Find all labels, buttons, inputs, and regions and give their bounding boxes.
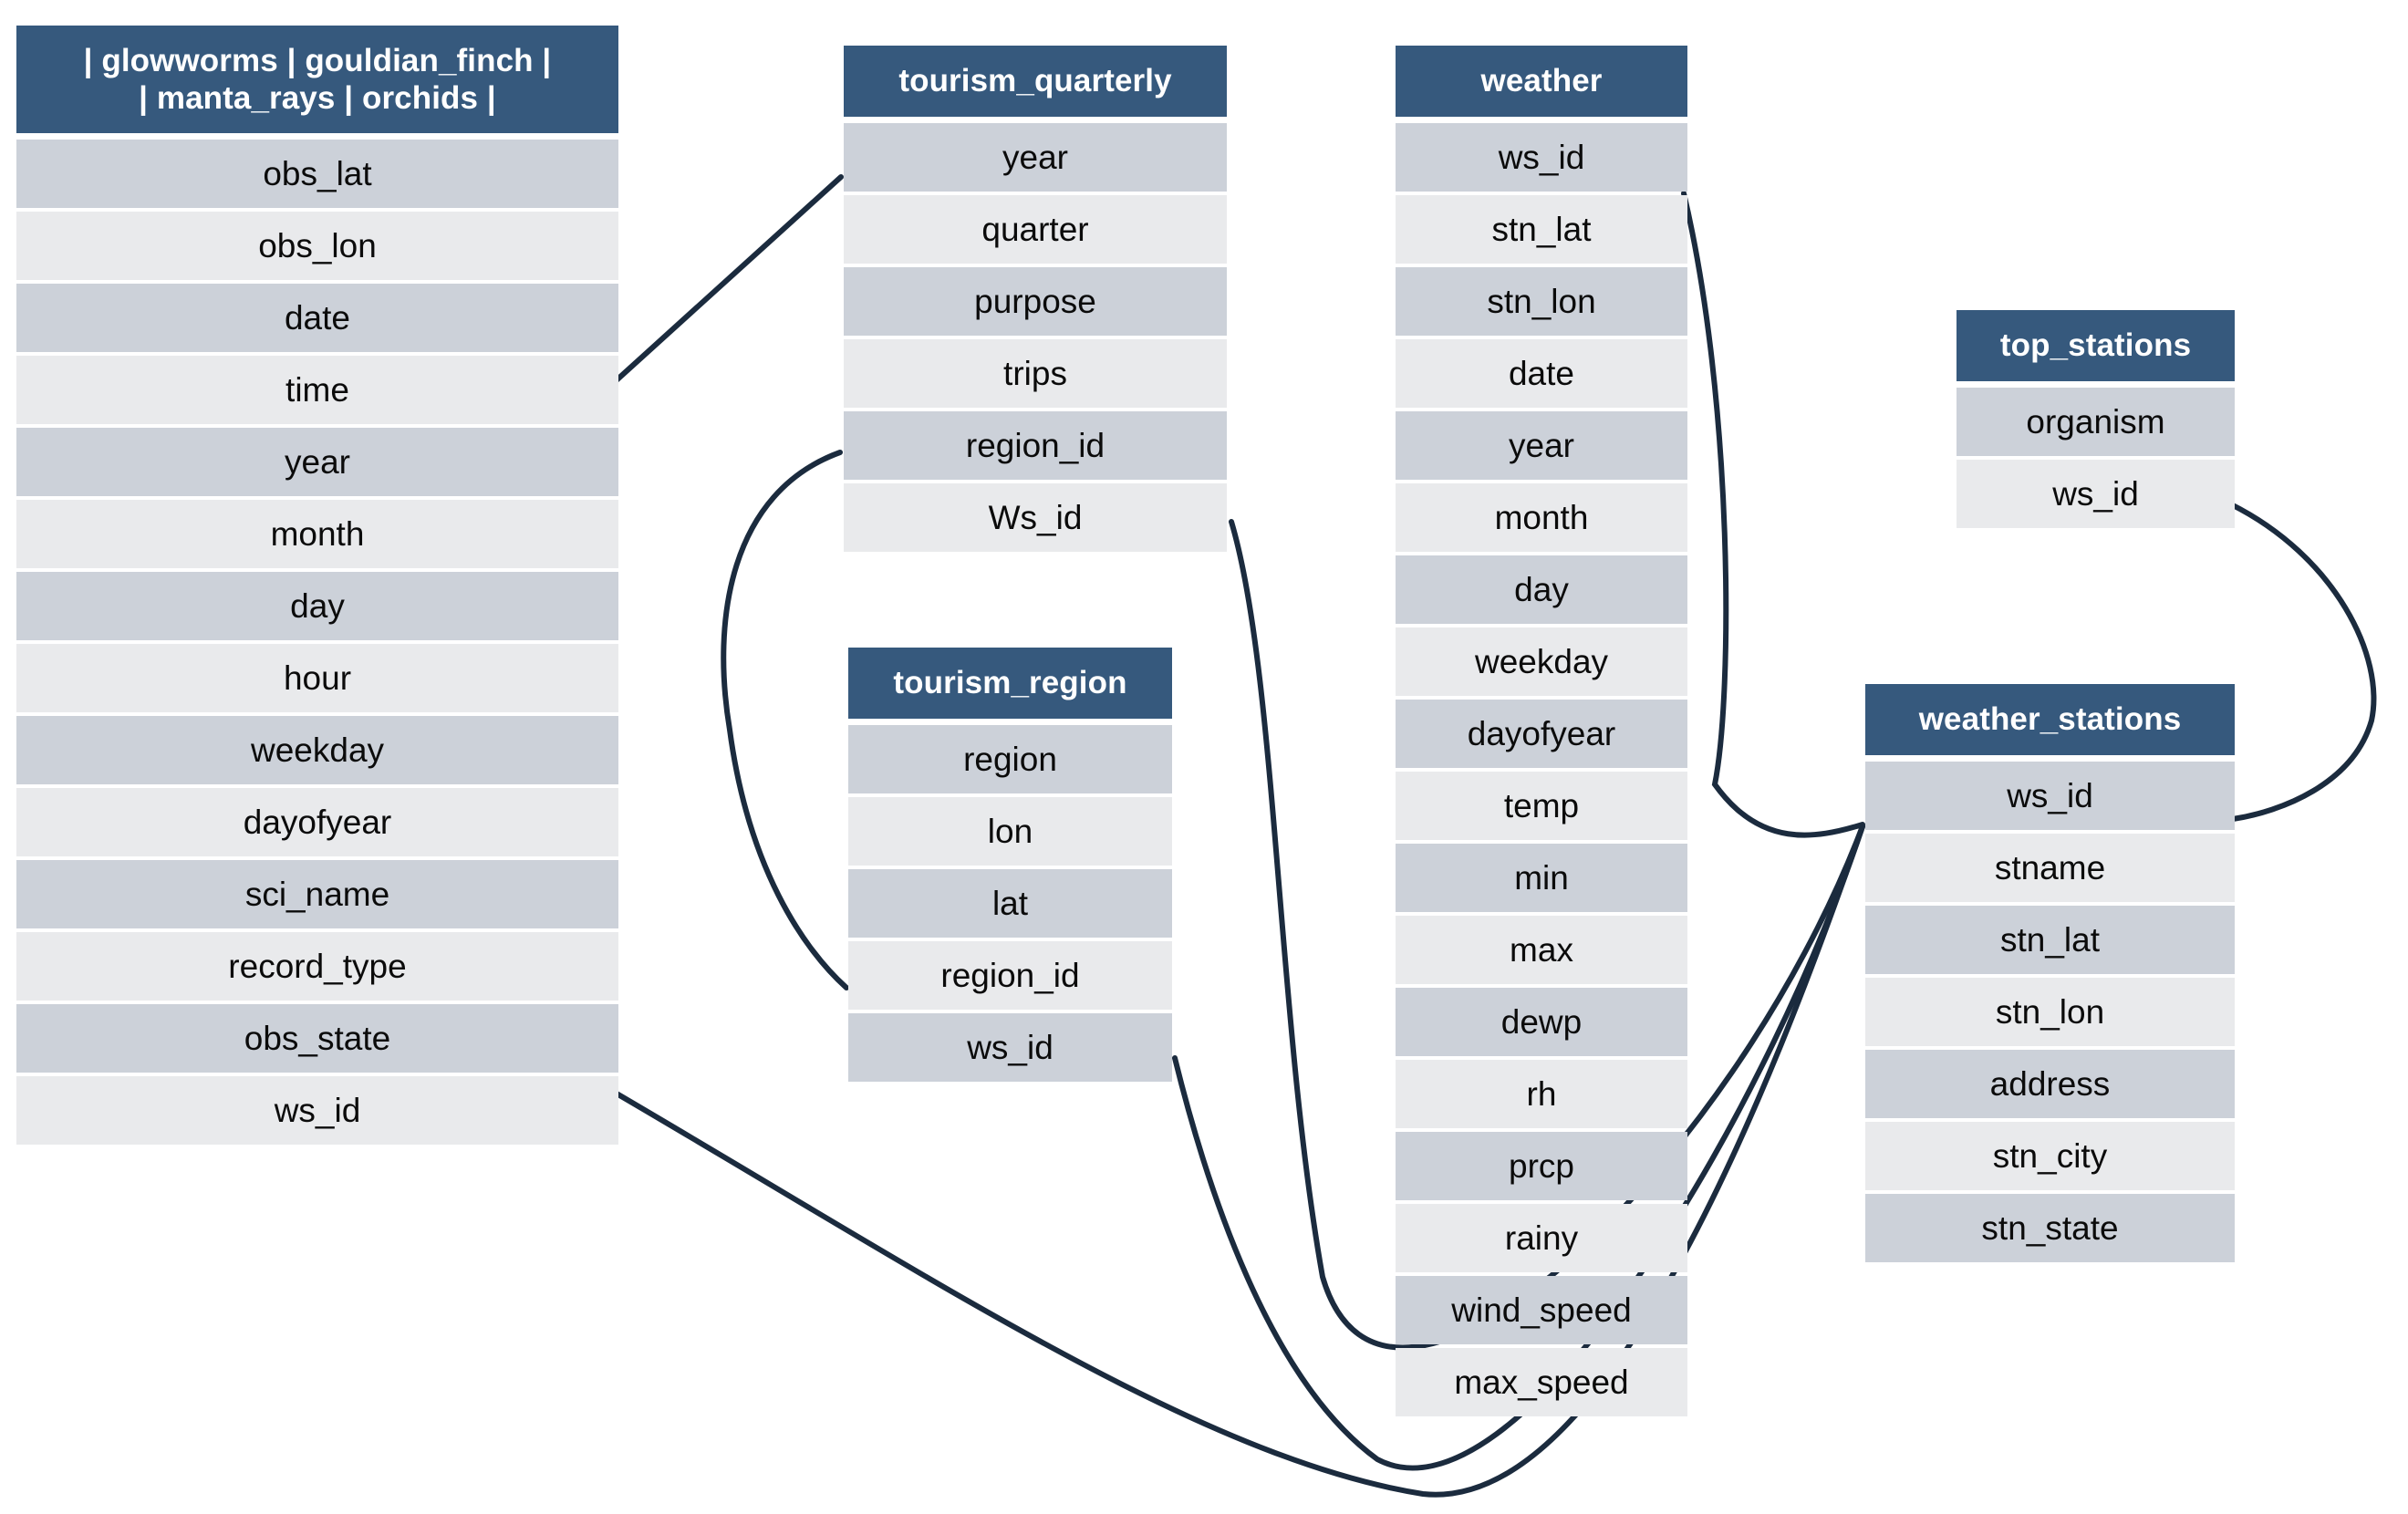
table-title-line: tourism_quarterly <box>898 63 1172 99</box>
edge-top_stations-ws_id-to-weather_stations-ws_id <box>2228 502 2377 822</box>
column-row[interactable]: region_id <box>844 411 1227 480</box>
column-row[interactable]: max <box>1396 916 1687 984</box>
table-header-weather: weather <box>1396 46 1687 117</box>
column-row[interactable]: wind_speed <box>1396 1276 1687 1344</box>
column-row[interactable]: temp <box>1396 772 1687 840</box>
table-title-tourism_region: tourism_region <box>893 664 1126 701</box>
column-row[interactable]: obs_lat <box>16 140 618 208</box>
column-row[interactable]: prcp <box>1396 1132 1687 1200</box>
column-row[interactable]: address <box>1865 1050 2235 1118</box>
column-row[interactable]: stn_city <box>1865 1122 2235 1190</box>
column-row[interactable]: year <box>16 428 618 496</box>
column-row[interactable]: dayofyear <box>16 788 618 856</box>
column-row[interactable]: ws_id <box>848 1013 1172 1082</box>
column-row[interactable]: trips <box>844 339 1227 408</box>
column-row[interactable]: weekday <box>1396 627 1687 696</box>
column-row[interactable]: dewp <box>1396 988 1687 1056</box>
column-row[interactable]: max_speed <box>1396 1348 1687 1416</box>
table-title-top_stations: top_stations <box>2000 327 2191 364</box>
column-row[interactable]: stn_lon <box>1865 978 2235 1046</box>
column-row[interactable]: stn_state <box>1865 1194 2235 1262</box>
column-row[interactable]: record_type <box>16 932 618 1001</box>
column-row[interactable]: ws_id <box>16 1076 618 1145</box>
table-title-line: top_stations <box>1999 327 2192 364</box>
column-row[interactable]: stn_lat <box>1396 195 1687 264</box>
column-row[interactable]: stn_lat <box>1865 906 2235 974</box>
table-header-tourism_quarterly: tourism_quarterly <box>844 46 1227 117</box>
edge-weather-ws_id-to-weather_stations-ws_id <box>1681 191 1865 838</box>
column-row[interactable]: ws_id <box>1865 762 2235 830</box>
column-row[interactable]: stname <box>1865 834 2235 902</box>
column-row[interactable]: month <box>1396 483 1687 552</box>
table-title-organisms: | glowworms | gouldian_finch || manta_ra… <box>84 42 552 118</box>
column-row[interactable]: day <box>1396 555 1687 624</box>
column-row[interactable]: rh <box>1396 1060 1687 1128</box>
edge-organisms-time-to-tourism_quarterly-year <box>607 174 844 389</box>
column-row[interactable]: ws_id <box>1956 460 2235 528</box>
column-row[interactable]: stn_lon <box>1396 267 1687 336</box>
table-title-line: weather <box>1480 63 1603 99</box>
column-row[interactable]: year <box>844 123 1227 192</box>
column-row[interactable]: day <box>16 572 618 640</box>
table-title-line: | glowworms | gouldian_finch | <box>83 42 552 78</box>
column-row[interactable]: region_id <box>848 941 1172 1010</box>
column-row[interactable]: organism <box>1956 388 2235 456</box>
table-title-line: | manta_rays | orchids | <box>139 80 496 116</box>
column-row[interactable]: purpose <box>844 267 1227 336</box>
table-header-tourism_region: tourism_region <box>848 648 1172 719</box>
table-title-weather_stations: weather_stations <box>1919 700 2182 738</box>
table-title-line: tourism_region <box>893 665 1127 701</box>
column-row[interactable]: time <box>16 356 618 424</box>
column-row[interactable]: sci_name <box>16 860 618 928</box>
column-row[interactable]: ws_id <box>1396 123 1687 192</box>
table-organisms[interactable]: | glowworms | gouldian_finch || manta_ra… <box>16 26 618 1148</box>
column-row[interactable]: min <box>1396 844 1687 912</box>
column-row[interactable]: obs_lon <box>16 212 618 280</box>
table-header-top_stations: top_stations <box>1956 310 2235 381</box>
column-row[interactable]: year <box>1396 411 1687 480</box>
column-row[interactable]: date <box>16 284 618 352</box>
column-row[interactable]: rainy <box>1396 1204 1687 1272</box>
column-row[interactable]: quarter <box>844 195 1227 264</box>
table-header-weather_stations: weather_stations <box>1865 684 2235 755</box>
column-row[interactable]: month <box>16 500 618 568</box>
column-row[interactable]: Ws_id <box>844 483 1227 552</box>
column-row[interactable]: dayofyear <box>1396 700 1687 768</box>
column-row[interactable]: region <box>848 725 1172 793</box>
table-title-weather: weather <box>1481 62 1603 99</box>
column-row[interactable]: obs_state <box>16 1004 618 1073</box>
column-row[interactable]: weekday <box>16 716 618 784</box>
column-row[interactable]: lon <box>848 797 1172 866</box>
table-header-organisms: | glowworms | gouldian_finch || manta_ra… <box>16 26 618 133</box>
column-row[interactable]: hour <box>16 644 618 712</box>
column-row[interactable]: lat <box>848 869 1172 938</box>
table-title-line: weather_stations <box>1918 701 2182 738</box>
column-row[interactable]: date <box>1396 339 1687 408</box>
table-title-tourism_quarterly: tourism_quarterly <box>898 62 1171 99</box>
edge-tourism_quarterly-region_id-to-tourism_region-region_id <box>721 450 849 990</box>
